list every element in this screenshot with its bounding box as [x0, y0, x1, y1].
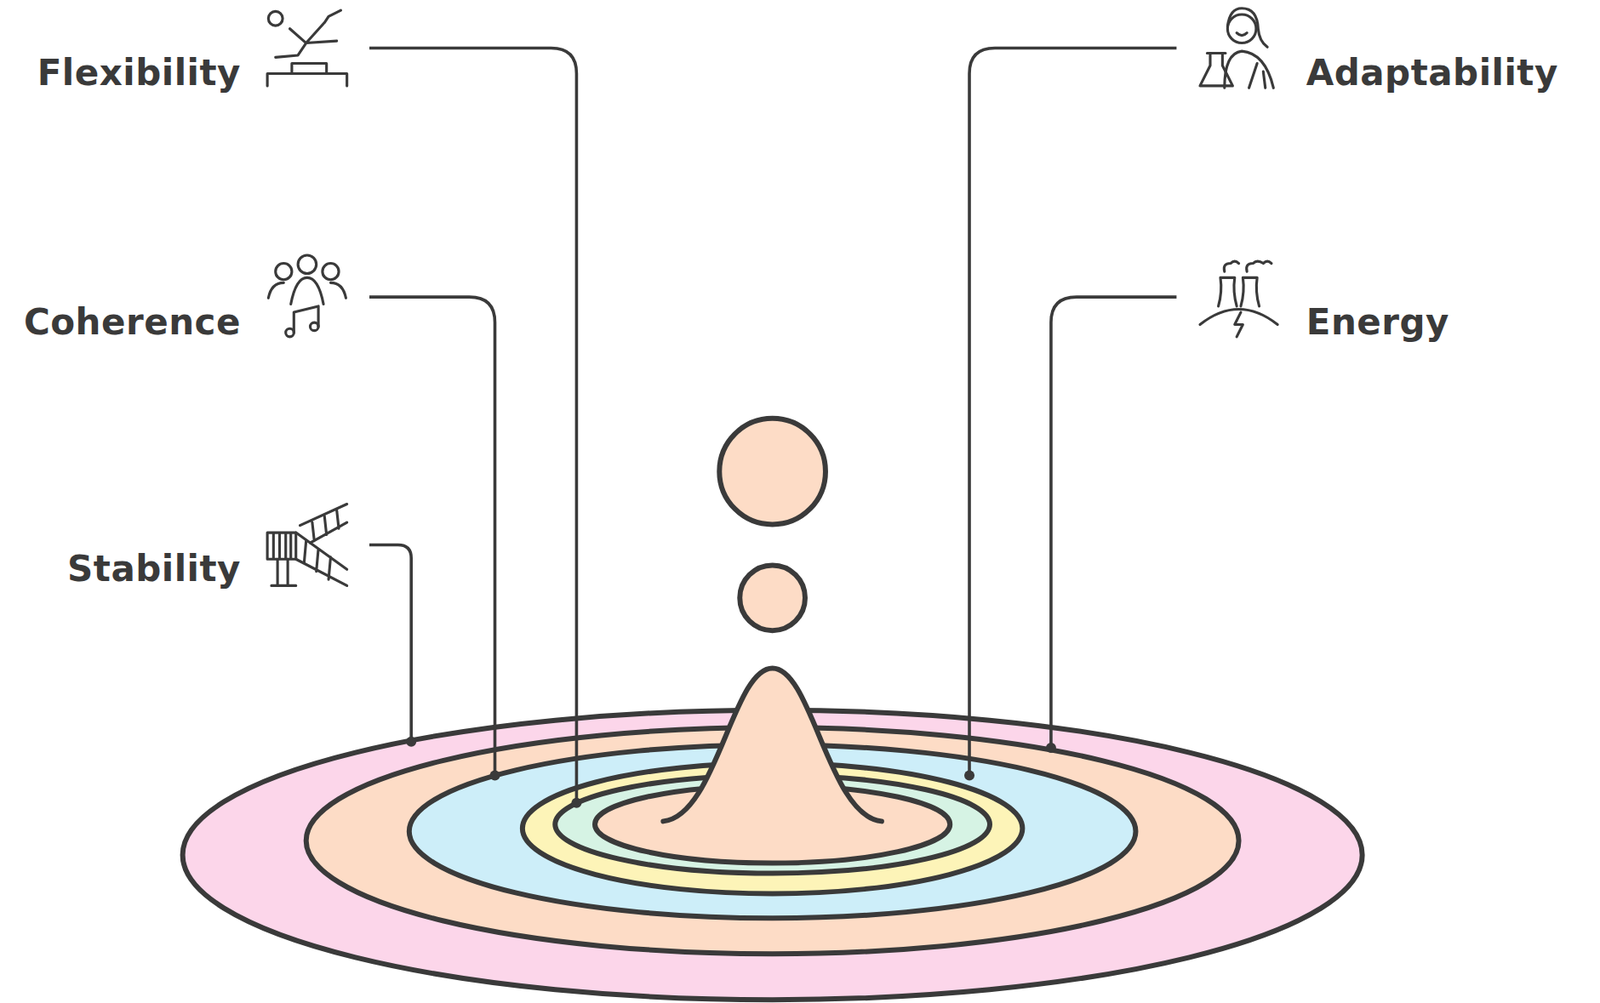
leader-dot: [405, 737, 417, 748]
leader-line: [369, 48, 577, 804]
water-drop: [739, 565, 806, 631]
leader-dot: [1045, 742, 1057, 754]
power-plant-icon: [1200, 261, 1278, 338]
splash-peak: [662, 668, 882, 823]
leader-dots: [405, 737, 1057, 809]
leader-line: [369, 297, 495, 776]
leader-line: [1051, 297, 1177, 749]
concept-label: Adaptability: [1306, 51, 1600, 96]
concept-label: Coherence: [0, 300, 241, 345]
scaffold-icon: [267, 503, 348, 586]
water-drop: [719, 418, 826, 526]
choir-icon: [268, 255, 346, 338]
leader-lines: [369, 48, 1177, 804]
scientist-icon: [1200, 8, 1274, 89]
leader-line: [369, 544, 412, 742]
leader-dot: [490, 770, 501, 781]
yoga-icon: [267, 10, 348, 86]
leader-dot: [571, 798, 582, 809]
concept-label: Stability: [0, 547, 241, 592]
concept-label: Energy: [1306, 300, 1600, 345]
concept-label: Flexibility: [0, 51, 241, 96]
leader-line: [969, 48, 1177, 777]
leader-dot: [964, 770, 975, 781]
